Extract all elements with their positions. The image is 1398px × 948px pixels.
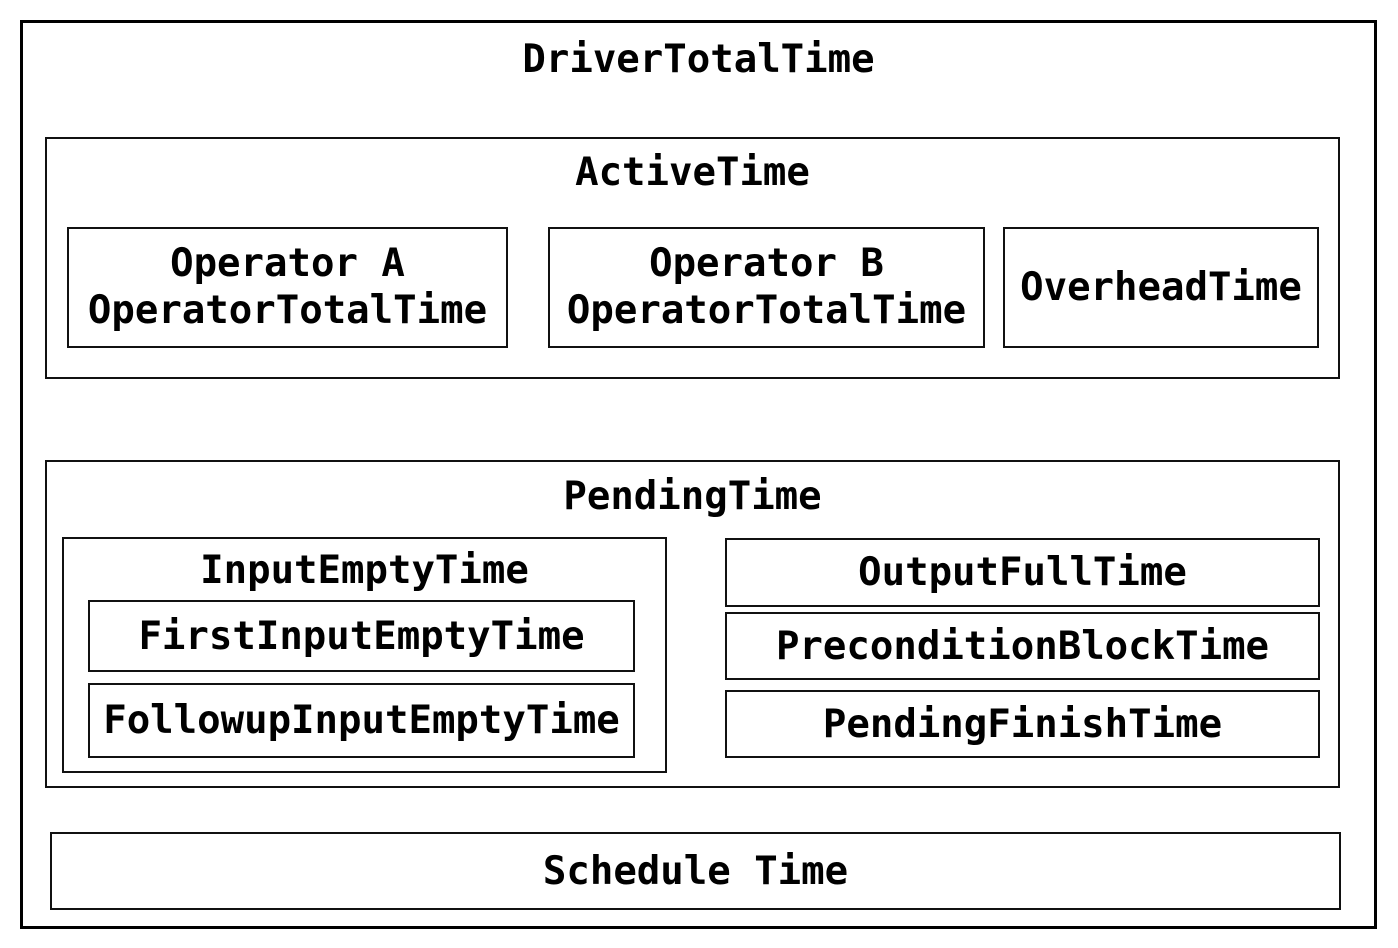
pending-finish-time-label: PendingFinishTime	[822, 701, 1223, 747]
followup-input-empty-time-label: FollowupInputEmptyTime	[103, 698, 620, 743]
driver-total-time-title: DriverTotalTime	[522, 37, 875, 82]
first-input-empty-time-box: FirstInputEmptyTime	[88, 600, 635, 672]
overhead-time-box: OverheadTime	[1003, 227, 1319, 348]
operator-b-total-time-box: Operator B OperatorTotalTime	[548, 227, 985, 348]
followup-input-empty-time-box: FollowupInputEmptyTime	[88, 683, 635, 758]
pending-time-box: PendingTime InputEmptyTime FirstInputEmp…	[45, 460, 1340, 788]
precondition-block-time-box: PreconditionBlockTime	[725, 612, 1320, 680]
active-time-title: ActiveTime	[575, 150, 810, 195]
operator-a-label-line2: OperatorTotalTime	[87, 287, 488, 333]
operator-a-label-line1: Operator A	[170, 240, 405, 286]
pending-time-title: PendingTime	[563, 474, 822, 519]
precondition-block-time-label: PreconditionBlockTime	[775, 623, 1270, 669]
operator-b-label-line1: Operator B	[649, 240, 884, 286]
active-time-box: ActiveTime Operator A OperatorTotalTime …	[45, 137, 1340, 379]
input-empty-time-title: InputEmptyTime	[200, 548, 529, 593]
operator-b-label-line2: OperatorTotalTime	[566, 287, 967, 333]
pending-finish-time-box: PendingFinishTime	[725, 690, 1320, 758]
input-empty-time-box: InputEmptyTime FirstInputEmptyTime Follo…	[62, 537, 667, 773]
operator-a-total-time-box: Operator A OperatorTotalTime	[67, 227, 508, 348]
driver-total-time-box: DriverTotalTime ActiveTime Operator A Op…	[20, 20, 1377, 929]
overhead-time-label: OverheadTime	[1020, 265, 1302, 310]
schedule-time-box: Schedule Time	[50, 832, 1341, 910]
schedule-time-label: Schedule Time	[542, 848, 849, 894]
first-input-empty-time-label: FirstInputEmptyTime	[138, 613, 585, 659]
output-full-time-box: OutputFullTime	[725, 538, 1320, 607]
output-full-time-label: OutputFullTime	[858, 550, 1187, 595]
